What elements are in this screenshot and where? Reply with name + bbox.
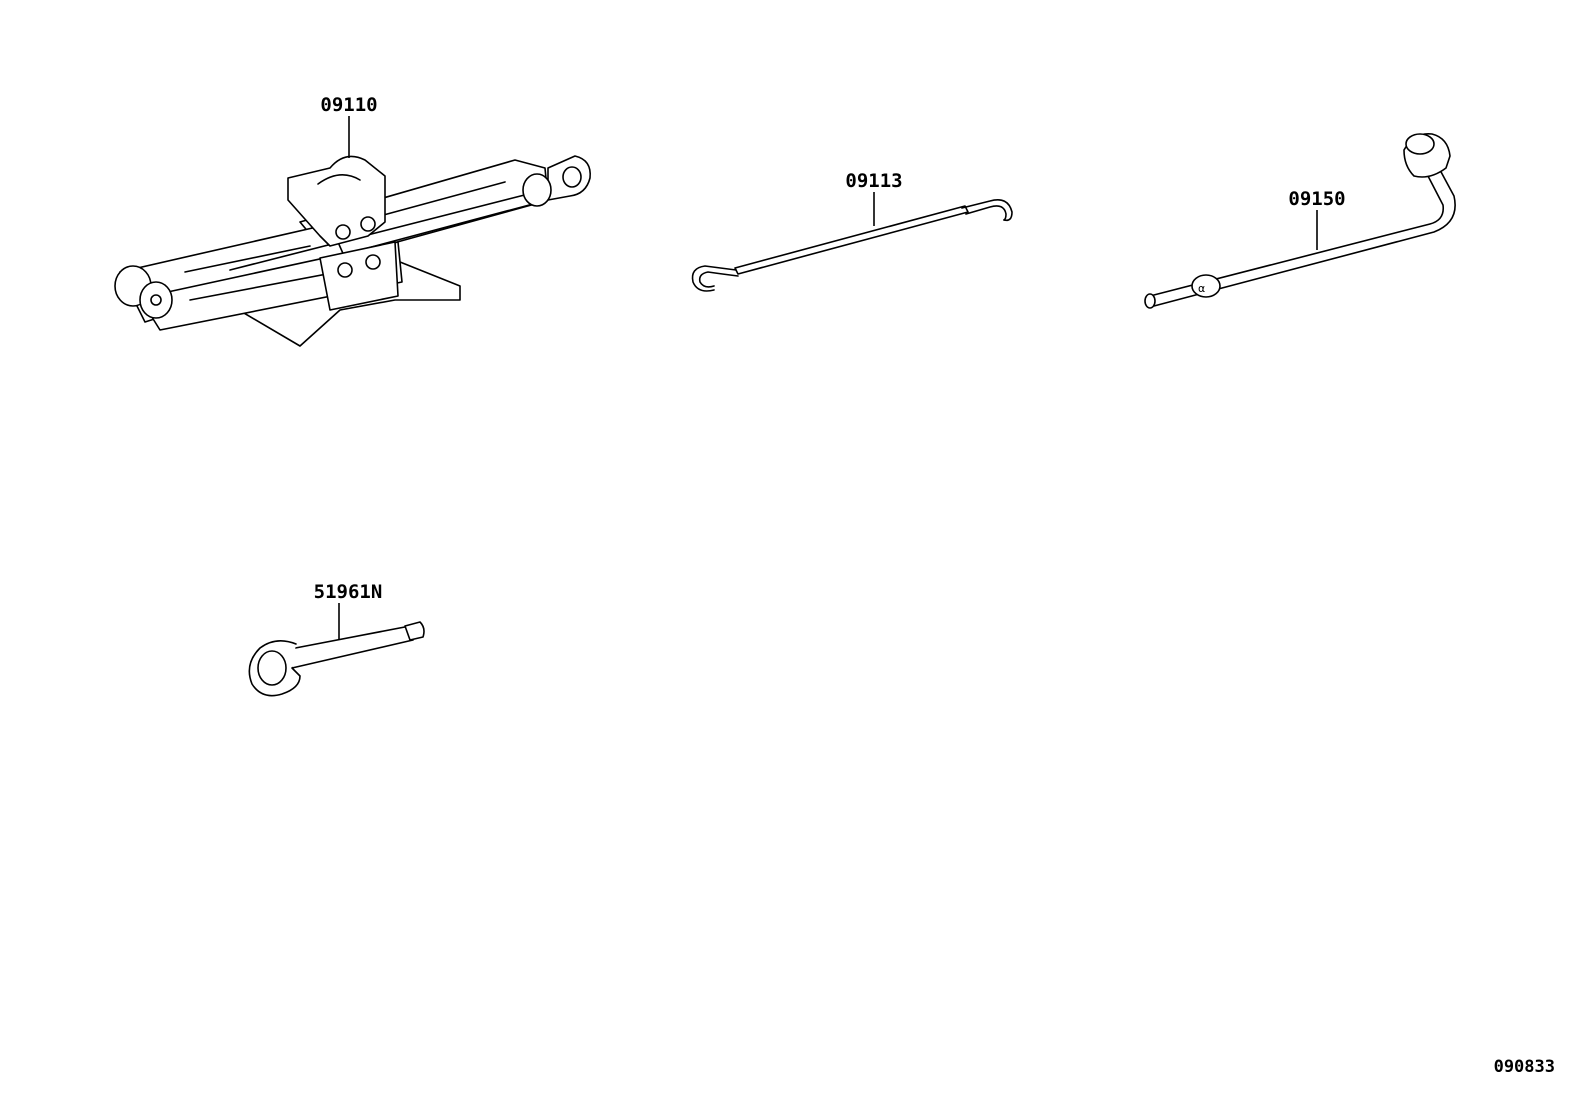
scissor-jack-illustration [114,155,592,347]
jack-block-hole [365,254,381,270]
jack-handle-right-hook-inner [965,205,1007,221]
jack-handle-left-hook [691,265,737,292]
extension-rod [284,625,414,669]
jack-handle-rod [734,205,969,275]
jack-handle-right-hook [961,199,1013,222]
extension-collar [404,621,425,641]
jack-saddle-hole [335,224,351,240]
jack-arm-detail [389,203,536,245]
callout-jack-handle[interactable]: 09113 [845,170,902,192]
wheel-wrench-illustration: α [1144,133,1456,309]
jack-block-hole [337,262,353,278]
wrench-grip-badge [1191,274,1221,298]
jack-arm-detail [379,181,506,217]
callout-jack-handle-extension[interactable]: 51961N [314,581,383,603]
wrench-end-cap [1144,293,1156,309]
jack-handle-illustration [691,199,1013,292]
jack-pivot-hole [150,294,162,306]
wrench-grip-mark: α [1198,282,1205,295]
wrench-socket-top [1405,133,1435,155]
jack-arm-detail [184,245,311,273]
callout-wheel-wrench[interactable]: 09150 [1288,188,1345,210]
jack-right-pivot [522,173,552,207]
figure-number: 090833 [1494,1057,1555,1077]
extension-eye-hole [257,650,287,686]
jack-screw [229,185,561,271]
jack-saddle-curve [317,174,361,185]
callout-jack[interactable]: 09110 [320,94,377,116]
jack-saddle-hole [360,216,376,232]
jack-drive-eye-hole [562,166,582,188]
jack-handle-left-hook-inner [698,271,739,288]
jack-handle-extension-illustration [248,621,425,697]
